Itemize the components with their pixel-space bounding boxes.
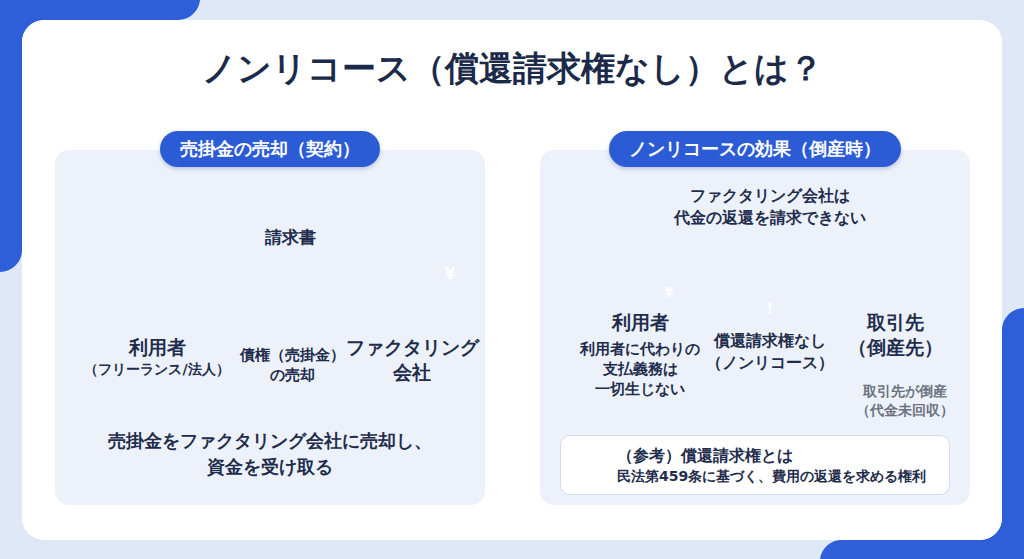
status-note: 取引先が倒産 （代金未回収）: [844, 382, 966, 420]
panel-note: 売掛金をファクタリング会社に売却し、 資金を受け取る: [55, 428, 485, 480]
user-node: 利用者利用者に代わりの 支払義務は 一切生じない: [575, 210, 705, 425]
obligation-note: 利用者に代わりの 支払義務は 一切生じない: [575, 339, 705, 400]
arrow-label: 請求書: [255, 226, 325, 249]
reference-text: 民法第459条に基づく、費用の返還を求める権利: [617, 467, 937, 487]
person-name: 利用者: [77, 335, 237, 360]
factoring-node: ファクタリング 会社: [343, 205, 481, 385]
client-node: 取引先 （倒産先）: [840, 210, 950, 360]
reference-box: （参考）償還請求権とは民法第459条に基づく、費用の返還を求める権利: [560, 435, 950, 495]
user-node: 利用者（フリーランス/法人）: [77, 205, 237, 385]
callout-note: ファクタリング会社は 代金の返還を請求できない: [654, 185, 886, 228]
panel-heading: ノンリコースの効果（倒産時）: [609, 131, 901, 167]
diagram-title: ノンリコース（償還請求権なし）とは？: [0, 46, 1024, 92]
arrow-label: 償還請求権なし （ノンリコース）: [703, 330, 837, 373]
currency-symbol: ¥: [659, 283, 679, 302]
card: [22, 20, 1002, 540]
arrow-label: 債権（売掛金） の売却: [237, 345, 347, 386]
currency-symbol: ¥: [440, 264, 460, 284]
contract-panel: 売掛金の売却（契約）売掛金をファクタリング会社に売却し、 資金を受け取る利用者（…: [55, 150, 485, 505]
panel-heading: 売掛金の売却（契約）: [160, 131, 380, 167]
company-name: ファクタリング 会社: [343, 335, 481, 384]
reference-heading: （参考）償還請求権とは: [617, 445, 937, 467]
person-type: （フリーランス/法人）: [84, 360, 229, 380]
warning-mark: !: [763, 299, 777, 319]
person-name: 利用者: [575, 310, 705, 335]
client-name: 取引先 （倒産先）: [840, 310, 950, 359]
